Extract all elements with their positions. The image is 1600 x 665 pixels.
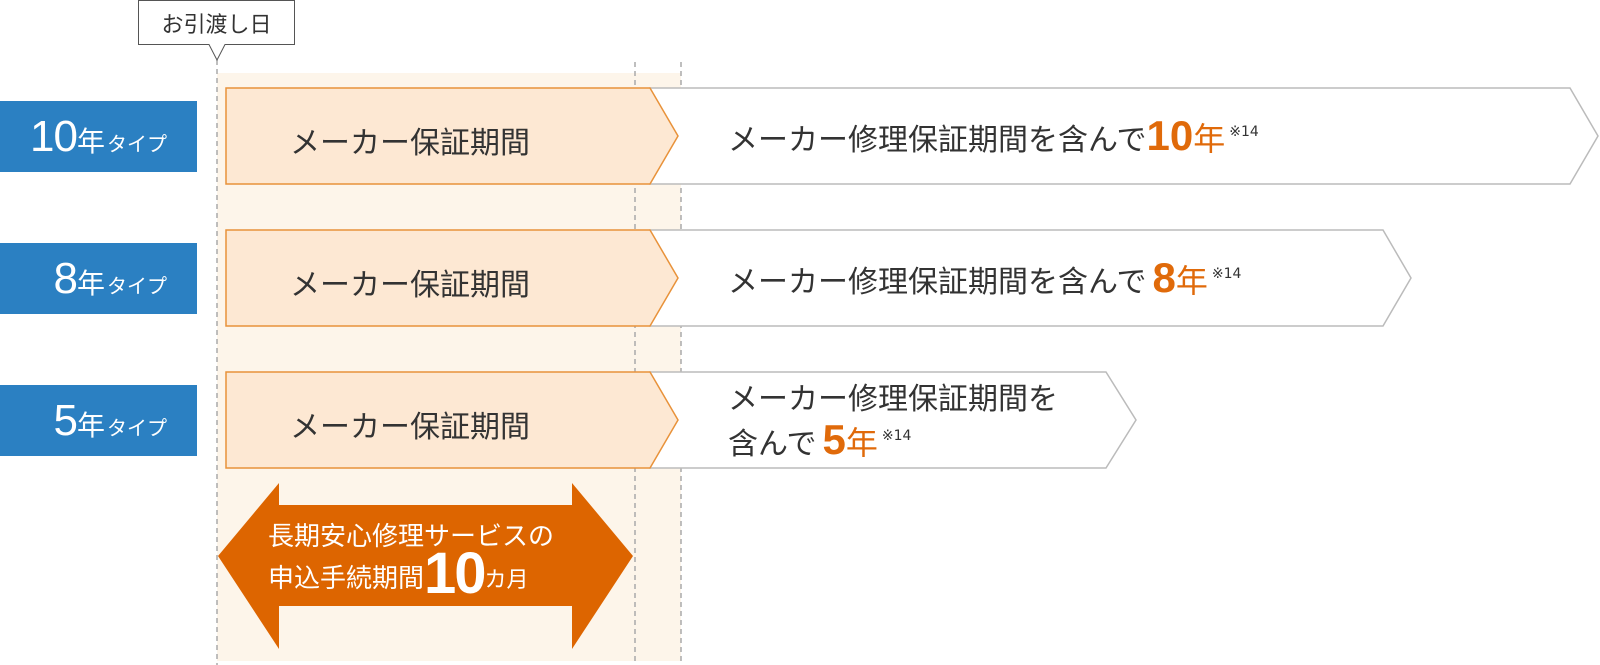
maker-warranty-label: メーカー保証期間 (290, 410, 530, 445)
footnote-ref: ※14 (881, 428, 912, 444)
application-period-line1: 長期安心修理サービスの (268, 522, 555, 552)
repair-years-number: 5 (822, 416, 846, 463)
maker-warranty-arrow-5 (225, 371, 679, 469)
footnote-ref: ※14 (1229, 124, 1259, 140)
type-label-5-year: 5 年 タイプ (0, 385, 197, 456)
type-label-10-year: 10 年 タイプ (0, 101, 197, 172)
repair-period-label-10: メーカー修理保証期間を含んで10年※14 (728, 115, 1259, 161)
type-suffix: タイプ (107, 416, 167, 440)
type-years-unit: 年 (76, 267, 105, 300)
maker-warranty-arrow-10 (225, 87, 679, 185)
type-suffix: タイプ (107, 274, 167, 298)
type-years-unit: 年 (76, 125, 105, 158)
maker-warranty-label: メーカー保証期間 (290, 268, 530, 303)
application-period-line2: 申込手続期間10カ月 (268, 545, 554, 603)
type-label-8-year: 8 年 タイプ (0, 243, 197, 314)
type-suffix: タイプ (107, 132, 167, 156)
repair-years-unit: 年 (1193, 120, 1226, 158)
delivery-date-callout-shape (138, 0, 295, 62)
type-years-unit: 年 (76, 409, 105, 442)
application-period-number: 10 (424, 541, 486, 606)
repair-period-prefix: メーカー修理保証期間を含んで (728, 265, 1147, 300)
maker-warranty-arrow-8 (225, 229, 679, 327)
delivery-date-label: お引渡し日 (161, 12, 272, 38)
application-period-unit: カ月 (484, 568, 529, 593)
footnote-ref: ※14 (1211, 266, 1242, 282)
application-period-text: 長期安心修理サービスの 申込手続期間10カ月 (268, 520, 555, 603)
repair-period-prefix: メーカー修理保証期間を (728, 382, 1058, 417)
maker-warranty-label: メーカー保証期間 (290, 126, 530, 161)
type-years-number: 8 (53, 254, 79, 303)
repair-years-unit: 年 (845, 424, 878, 462)
application-period-double-arrow (218, 483, 633, 649)
repair-period-prefix-line2: 含んで (728, 427, 817, 462)
repair-years-number: 10 (1146, 112, 1194, 159)
type-years-number: 10 (30, 112, 78, 161)
repair-years-unit: 年 (1175, 262, 1208, 300)
application-period-label: 申込手続期間 (268, 564, 425, 594)
delivery-date-callout: お引渡し日 (138, 0, 295, 45)
repair-period-prefix: メーカー修理保証期間を含んで (728, 123, 1147, 158)
type-years-number: 5 (53, 396, 79, 445)
repair-years-number: 8 (1152, 254, 1176, 301)
